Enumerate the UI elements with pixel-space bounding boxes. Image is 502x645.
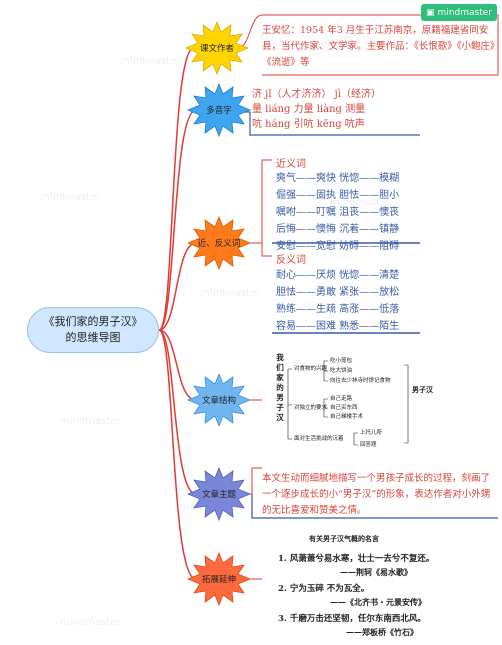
synonyms-title: 近义词	[276, 159, 306, 170]
polyphone-row: 济 jǐ（人才济济） jì（经济）	[252, 89, 381, 100]
structure-diagram: 我们家的男子汉 对食物的兴趣 吃小笼包 吃大饼油 向往去少林寺时馋记食物 对独立…	[262, 347, 438, 451]
structure-item: 向往去少林寺时馋记食物	[330, 378, 391, 384]
star-shape	[186, 466, 252, 522]
root-node[interactable]: 《我们家的男子汉》 的思维导图	[27, 307, 159, 353]
structure-item: 吃小笼包	[330, 358, 353, 364]
structure-brackets	[287, 360, 409, 446]
polyphone-row: 吭 háng 引吭 kēng 吭声	[252, 119, 365, 130]
svg-text:mindmaster: mindmaster	[330, 197, 391, 208]
structure-item: 上托儿所	[360, 430, 383, 436]
synonym-row: 爽气——爽快 恍惚——模糊	[276, 173, 400, 184]
structure-item: 自己梯楼手术	[330, 414, 364, 420]
branch-label-synonyms: 近、反义词	[197, 239, 241, 249]
synonyms-list: 爽气——爽快 恍惚——模糊 倔强——固执 胆怯——胆小 嘱咐——叮嘱 沮丧——懊…	[276, 170, 399, 255]
structure-end-label: 男子汉	[412, 385, 433, 394]
branch-theme[interactable]: 文章主题	[186, 466, 252, 522]
branch-label-author: 课文作者	[199, 44, 234, 54]
star-shape	[186, 551, 252, 607]
branch-extension[interactable]: 拓展延伸	[186, 551, 252, 607]
structure-item: 吃大饼油	[330, 368, 353, 374]
antonym-row: 熟练——生疏 高涨——低落	[276, 304, 400, 315]
branch-author[interactable]: 课文作者	[184, 20, 250, 76]
root-title-line2: 的思维导图	[65, 331, 121, 344]
branch-structure[interactable]: 文章结构	[186, 372, 252, 428]
structure-title: 我们家的男子汉	[276, 353, 284, 422]
branch-label-structure: 文章结构	[201, 396, 236, 406]
svg-text:mindmaster: mindmaster	[60, 416, 121, 427]
antonym-row: 耐心——厌烦 恍惚——清楚	[276, 270, 400, 281]
mindmaster-logo-icon: ▣	[426, 7, 435, 18]
branch-label-extension: 拓展延伸	[201, 575, 236, 585]
quote-source: ——荆轲《易水歌》	[340, 567, 412, 577]
wire-root-poly	[158, 109, 197, 331]
star-shape	[186, 372, 252, 428]
wire-root-theme	[158, 329, 197, 495]
antonyms-title: 反义词	[276, 255, 306, 266]
quote-line: 3. 千磨万击还坚韧，任尔东南西北风。	[278, 614, 426, 624]
quote-line: 2. 宁为玉碎 不为瓦全。	[278, 584, 370, 594]
structure-item: 回答题	[360, 442, 377, 448]
branch-label-polyphone: 多音字	[206, 106, 232, 116]
polyphone-row: 量 liáng 力量 liàng 测量	[252, 104, 366, 115]
svg-text:mindmaster: mindmaster	[40, 192, 101, 203]
wire-ant-text	[261, 243, 272, 257]
star-shape	[184, 20, 250, 76]
branch-synonyms[interactable]: 近、反义词	[186, 215, 252, 271]
theme-underline	[251, 494, 498, 519]
structure-group-label: 对独立的要求	[294, 405, 328, 411]
antonyms-list: 耐心——厌烦 恍惚——清楚 胆怯——勇敢 紧张——放松 熟练——生疏 高涨——低…	[276, 267, 399, 335]
branch-polyphone[interactable]: 多音字	[186, 82, 252, 138]
theme-text: 本文生动而细腻地描写一个男孩子成长的过程，刻画了一个逐步成长的小“男子汉”的形象…	[262, 473, 491, 516]
root-title-line1: 《我们家的男子汉》	[43, 315, 143, 328]
structure-item: 自己走路	[330, 396, 353, 402]
branch-label-theme: 文章主题	[201, 490, 236, 500]
svg-text:mindmaster: mindmaster	[60, 617, 121, 628]
synonym-row: 安慰——宽慰 妨碍——阻碍	[276, 241, 400, 252]
author-text: 王安忆：1954 年3 月生于江苏南京，原籍福建省同安县，当代作家、文学家。主要…	[262, 25, 495, 68]
mindmaster-badge: ▣ mindmaster	[421, 4, 497, 21]
svg-text:mindmaster: mindmaster	[120, 56, 181, 67]
synonym-row: 倔强——固执 胆怯——胆小	[276, 190, 400, 201]
wire-root-ext	[158, 329, 197, 580]
antonym-row: 胆怯——勇敢 紧张——放松	[276, 287, 400, 298]
structure-item: 自己买东西	[330, 405, 358, 411]
wire-root-struct	[158, 329, 197, 401]
extension-title: 有关男子汉气概的名言	[309, 534, 379, 543]
antonym-row: 容易——困难 熟悉——陌生	[276, 321, 400, 332]
synonym-row: 嘱咐——叮嘱 沮丧——懊丧	[276, 207, 400, 218]
extension-quotes: 有关男子汉气概的名言 1. 风萧萧兮易水寒，壮士一去兮不复还。 ——荆轲《易水歌…	[268, 532, 434, 637]
svg-text:mindmaster: mindmaster	[200, 288, 261, 299]
structure-group-label: 面对生活挑战的沉着	[294, 436, 344, 442]
quote-source: ——郑板桥《竹石》	[346, 627, 418, 637]
polyphone-list: 济 jǐ（人才济济） jì（经济） 量 liáng 力量 liàng 测量 吭 …	[252, 87, 381, 132]
quote-line: 1. 风萧萧兮易水寒，壮士一去兮不复还。	[278, 554, 435, 564]
synonym-row: 后悔——懊悔 沉着——镇静	[276, 224, 400, 235]
wire-root-syn	[158, 242, 197, 331]
star-shape	[186, 82, 252, 138]
wire-root-author	[158, 47, 195, 331]
structure-group-label: 对食物的兴趣	[294, 366, 328, 372]
badge-text: mindmaster	[437, 7, 492, 18]
star-shape	[186, 215, 252, 271]
quote-source: ——《北齐书・元景安传》	[330, 597, 426, 607]
